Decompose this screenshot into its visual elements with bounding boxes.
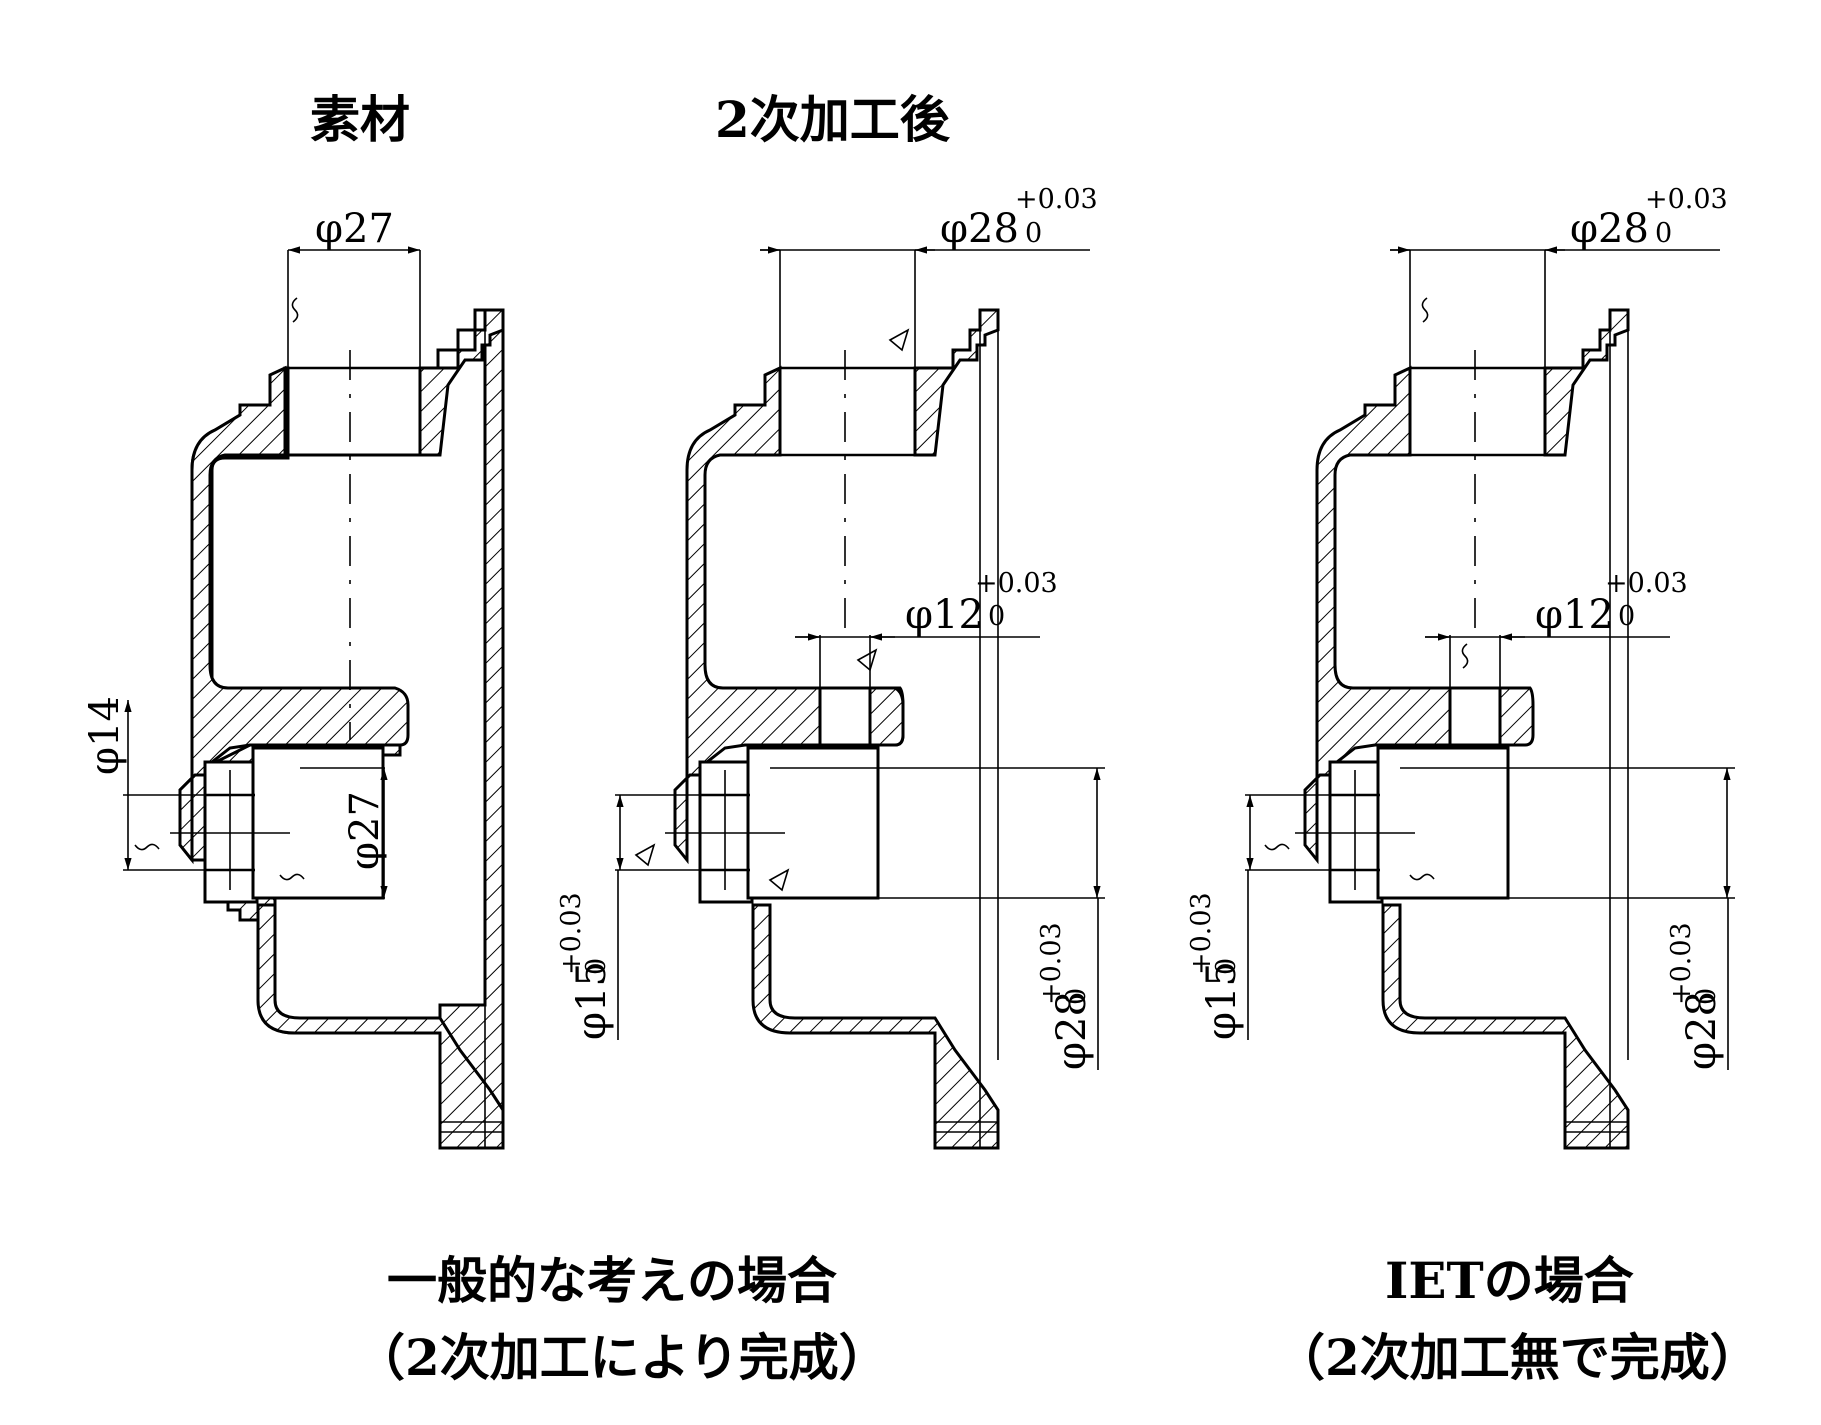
dim-fin-small-bore-tol-lower: 0 xyxy=(581,958,612,975)
caption-iet-line2: （2次加工無で完成） xyxy=(1275,1328,1760,1387)
dim-iet-bore-top: φ28 xyxy=(1570,206,1649,252)
caption-general-line2: （2次加工により完成） xyxy=(355,1328,889,1387)
dim-raw-bore-top: φ27 xyxy=(315,206,394,252)
dim-fin-small-bore: φ15 xyxy=(569,961,615,1040)
dim-fin-mid-hole-tol-upper: +0.03 xyxy=(975,568,1058,599)
dim-iet-bore-bottom-tol-lower: 0 xyxy=(1691,988,1722,1005)
dim-iet-bore-top-tol-upper: +0.03 xyxy=(1645,184,1728,215)
dim-iet-bore-bottom: φ28 xyxy=(1679,991,1725,1070)
dim-iet-small-bore: φ15 xyxy=(1199,961,1245,1040)
fin-bottom-wall xyxy=(751,903,1000,1150)
dim-fin-bore-top-tol-upper: +0.03 xyxy=(1015,184,1098,215)
dim-fin-bore-bottom-tol-upper: +0.03 xyxy=(1036,922,1067,1005)
view-after-secondary: φ28 +0.03 0 φ12 +0.03 0 φ15 +0.03 0 φ28 … xyxy=(556,184,1105,1150)
dim-iet-small-bore-tol-lower: 0 xyxy=(1211,958,1242,975)
dim-fin-bore-top-tol-lower: 0 xyxy=(1025,218,1042,249)
raw-bottom-wall xyxy=(256,903,505,1150)
dim-iet-mid-hole-tol-lower: 0 xyxy=(1618,601,1635,632)
fin-top-right-wall xyxy=(913,308,1000,457)
caption-iet-line1: IETの場合 xyxy=(1385,1251,1634,1310)
dim-fin-mid-hole: φ12 xyxy=(905,592,984,638)
dim-iet-small-bore-tol-upper: +0.03 xyxy=(1186,892,1217,975)
view-raw-material: φ27 φ14 φ27 xyxy=(82,206,505,1150)
dim-iet-bore-bottom-tol-upper: +0.03 xyxy=(1666,922,1697,1005)
iet-top-right-wall xyxy=(1543,308,1630,457)
dim-iet-bore-top-tol-lower: 0 xyxy=(1655,218,1672,249)
raw-top-right-wall xyxy=(418,308,505,457)
dim-fin-bore-top: φ28 xyxy=(940,206,1019,252)
iet-bottom-wall xyxy=(1381,903,1630,1150)
caption-general-line1: 一般的な考えの場合 xyxy=(387,1251,837,1310)
dim-fin-mid-hole-tol-lower: 0 xyxy=(988,601,1005,632)
view-iet: φ28 +0.03 0 φ12 +0.03 0 φ15 +0.03 0 φ28 … xyxy=(1186,184,1735,1150)
dim-iet-mid-hole: φ12 xyxy=(1535,592,1614,638)
dim-fin-bore-bottom-tol-lower: 0 xyxy=(1061,988,1092,1005)
dim-fin-small-bore-tol-upper: +0.03 xyxy=(556,892,587,975)
dim-raw-bore-bottom: φ27 xyxy=(342,791,388,870)
raw-left-wall xyxy=(178,365,410,865)
dim-iet-mid-hole-tol-upper: +0.03 xyxy=(1605,568,1688,599)
dim-raw-small-bore: φ14 xyxy=(82,696,128,775)
header-after-secondary: 2次加工後 xyxy=(715,90,951,149)
header-material: 素材 xyxy=(310,90,410,149)
dim-fin-bore-bottom: φ28 xyxy=(1049,991,1095,1070)
